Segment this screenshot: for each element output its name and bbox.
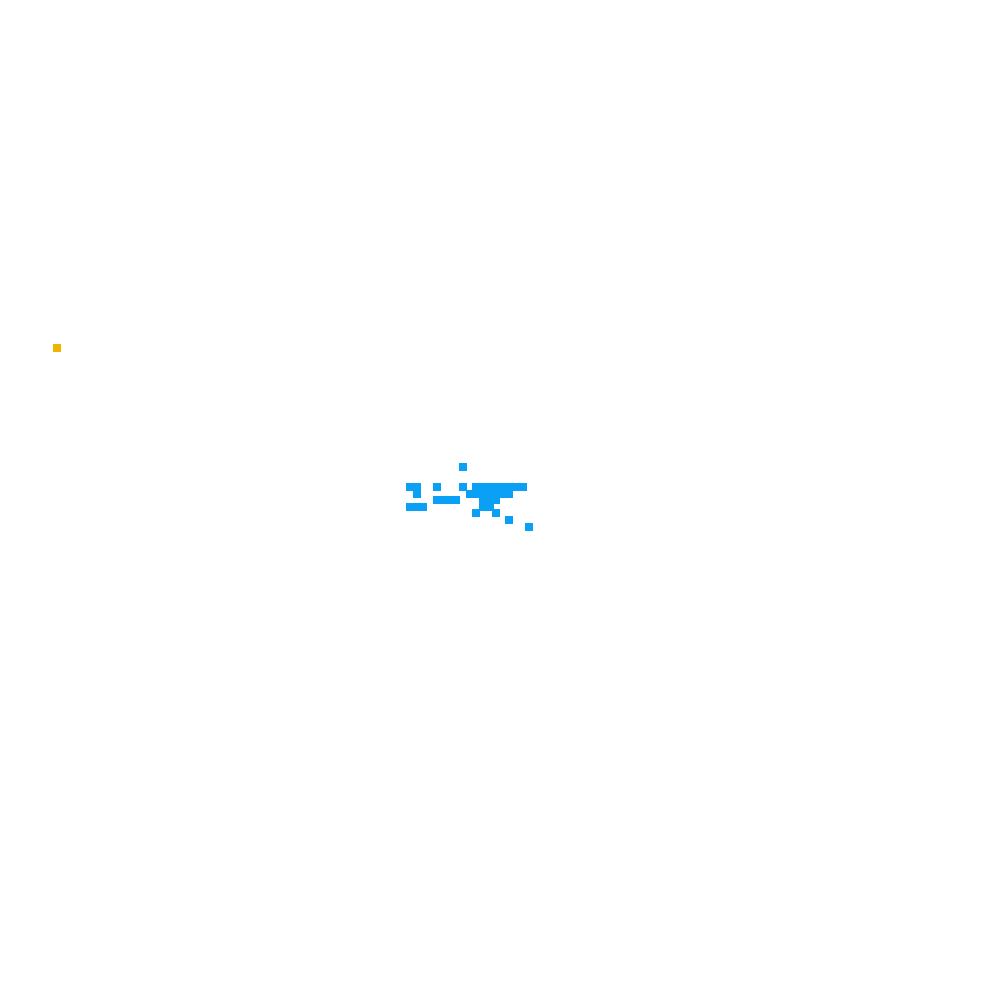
live-cell[interactable] (486, 490, 494, 498)
live-cell[interactable] (479, 490, 487, 498)
live-cell[interactable] (433, 496, 441, 504)
live-cell[interactable] (452, 496, 460, 504)
live-cell[interactable] (459, 463, 467, 471)
live-cell[interactable] (525, 523, 533, 531)
live-cell[interactable] (499, 483, 507, 491)
live-cell[interactable] (472, 490, 480, 498)
live-cell[interactable] (472, 483, 480, 491)
live-cell[interactable] (419, 503, 427, 511)
live-cell[interactable] (512, 483, 520, 491)
live-cell[interactable] (413, 503, 421, 511)
live-cell[interactable] (499, 490, 507, 498)
live-cell[interactable] (413, 483, 421, 491)
live-cell[interactable] (479, 483, 487, 491)
live-cell[interactable] (492, 483, 500, 491)
live-cell[interactable] (505, 483, 513, 491)
live-cell[interactable] (492, 496, 500, 504)
live-cell[interactable] (486, 483, 494, 491)
live-cell[interactable] (439, 496, 447, 504)
live-cell[interactable] (486, 503, 494, 511)
live-cell[interactable] (433, 483, 441, 491)
live-cell[interactable] (413, 490, 421, 498)
live-cell[interactable] (519, 483, 527, 491)
live-cell[interactable] (472, 509, 480, 517)
live-cell[interactable] (486, 496, 494, 504)
live-cell[interactable] (479, 503, 487, 511)
live-cell[interactable] (492, 490, 500, 498)
live-cell[interactable] (505, 490, 513, 498)
live-cell[interactable] (406, 503, 414, 511)
highlight-cell[interactable] (53, 344, 61, 352)
live-cell[interactable] (492, 509, 500, 517)
live-cell[interactable] (459, 483, 467, 491)
live-cell[interactable] (479, 496, 487, 504)
live-cell[interactable] (406, 483, 414, 491)
live-cell[interactable] (505, 516, 513, 524)
live-cell[interactable] (446, 496, 454, 504)
live-cell[interactable] (466, 490, 474, 498)
